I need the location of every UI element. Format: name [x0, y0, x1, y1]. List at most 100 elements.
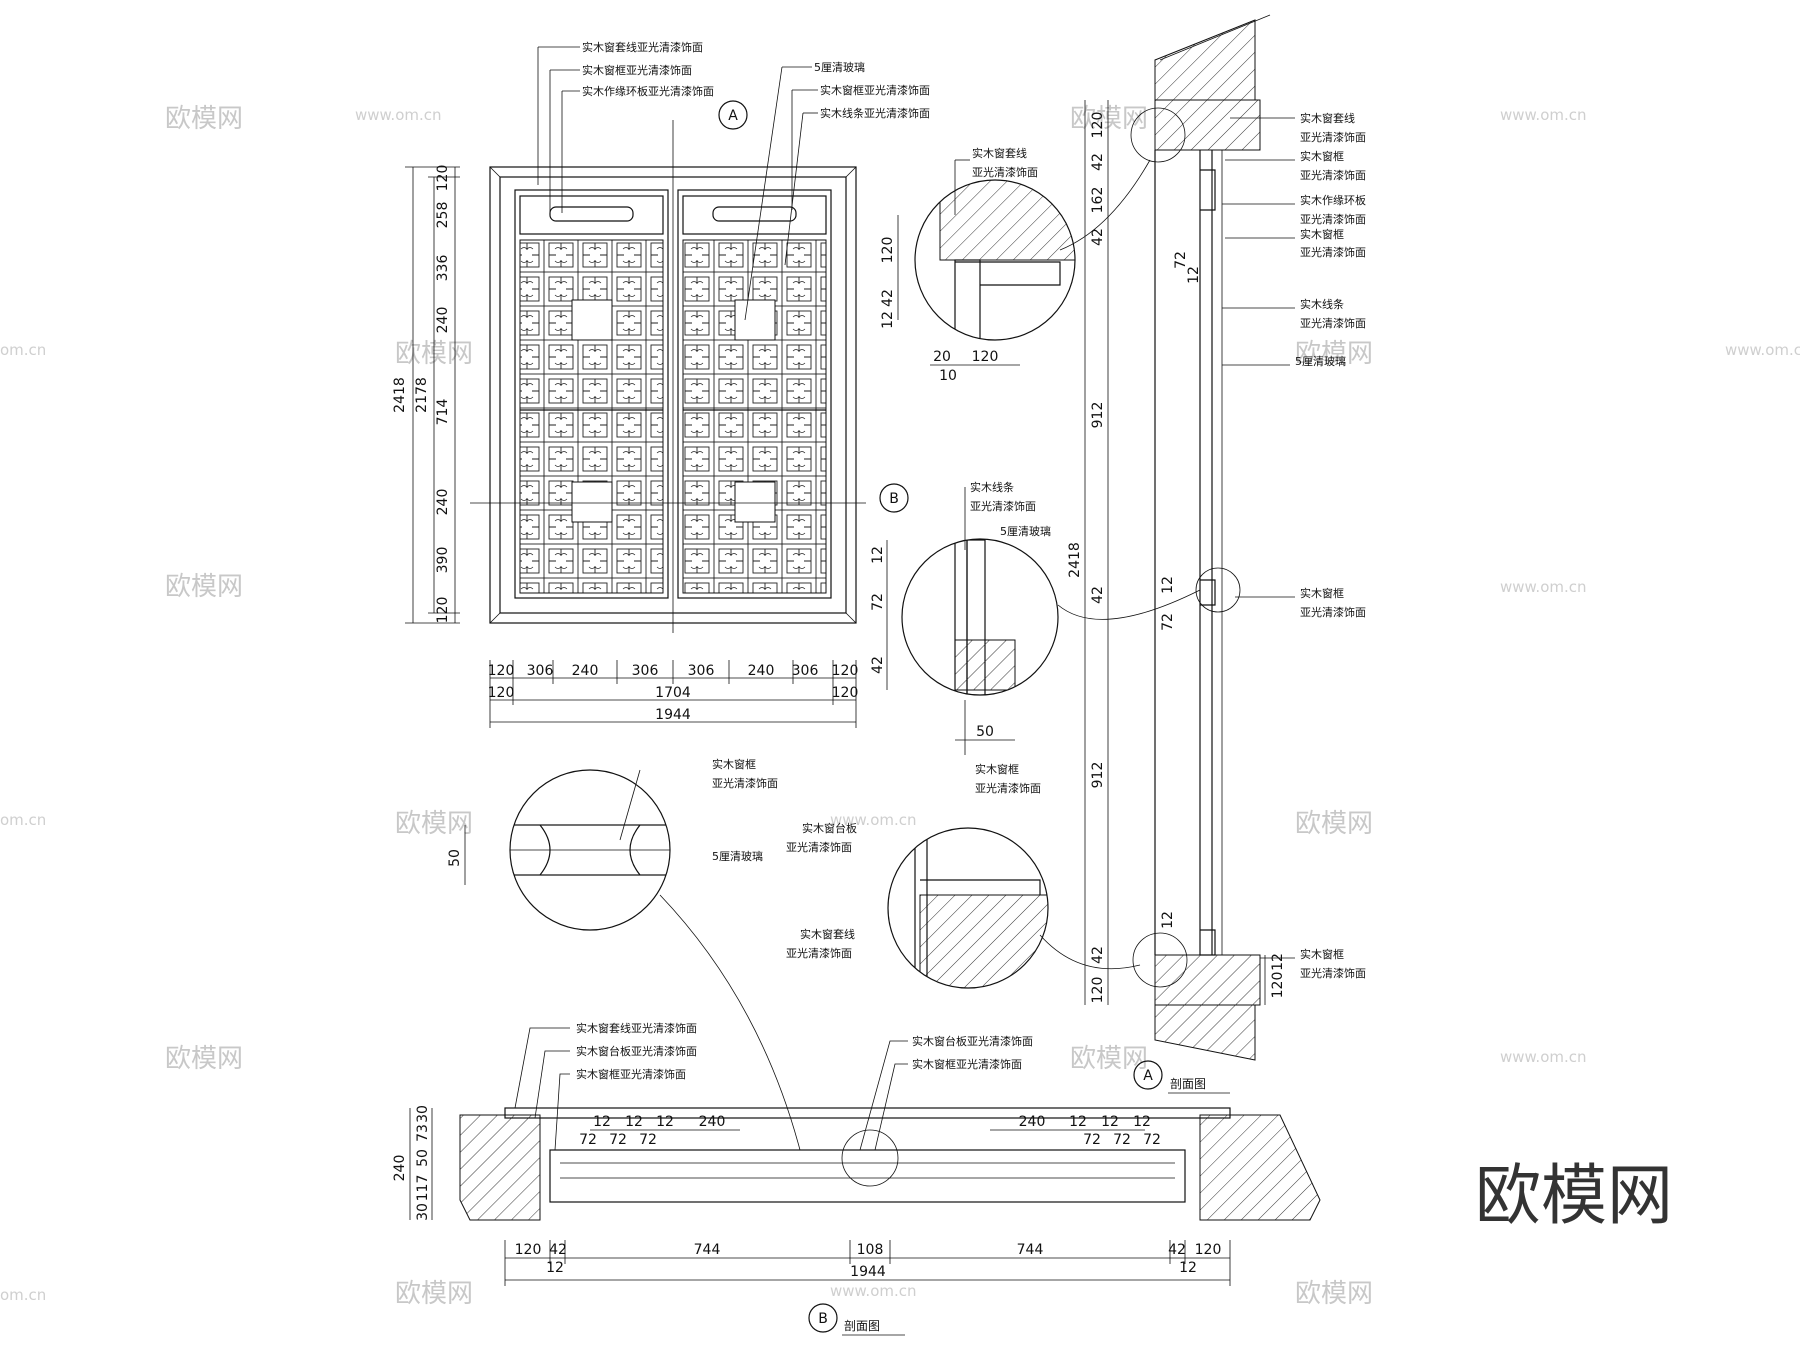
detail-label: 实木窗框 [712, 757, 756, 771]
dim-segment: 72 [579, 1132, 597, 1148]
marker-a-label: A [728, 108, 738, 124]
dim-segment: 50 [976, 724, 994, 740]
section-a-title: 剖面图 [1170, 1077, 1206, 1091]
section-b-marker-label: B [818, 1311, 828, 1327]
dim-segment: 12 [656, 1114, 674, 1130]
dim-segment: 12 [1186, 266, 1202, 284]
callout-label: 实木线条亚光清漆饰面 [820, 106, 930, 120]
section-label: 5厘清玻璃 [1295, 354, 1346, 368]
detail-label: 亚光清漆饰面 [786, 946, 852, 960]
detail-label: 亚光清漆饰面 [970, 499, 1036, 513]
watermark-brand: 欧模网 [1070, 104, 1148, 134]
dim-segment: 12 [546, 1260, 564, 1276]
detail-label: 5厘清玻璃 [712, 849, 763, 863]
dim-segment: 12 [1179, 1260, 1197, 1276]
dim-segment: 120 [515, 1242, 542, 1258]
dim-segment: 912 [1090, 762, 1106, 789]
section-marker-a [718, 100, 748, 130]
callouts-right: 5厘清玻璃 实木窗框亚光清漆饰面 实木线条亚光清漆饰面 [744, 60, 930, 321]
watermark-site: www.om.cn [830, 1282, 917, 1300]
dim-segment: 72 [1160, 613, 1176, 631]
dim-segment: 72 [639, 1132, 657, 1148]
callouts-left: 实木窗套线亚光清漆饰面 实木窗框亚光清漆饰面 实木作缘环板亚光清漆饰面 [537, 40, 714, 215]
watermark-brand: 欧模网 [1295, 1279, 1373, 1309]
section-label: 亚光清漆饰面 [1300, 212, 1366, 226]
dim-segment: 12 [880, 311, 896, 329]
section-label: 实木窗套线亚光清漆饰面 [576, 1021, 697, 1035]
watermark-site: www.om.cn [1725, 341, 1800, 359]
watermark-brand: 欧模网 [395, 809, 473, 839]
watermark-site: www.om.cn [1500, 1048, 1587, 1066]
dim-segment: 42 [880, 289, 896, 307]
detail-label: 实木窗台板 [802, 821, 857, 835]
section-b: 实木窗套线亚光清漆饰面 实木窗台板亚光清漆饰面 实木窗框亚光清漆饰面 实木窗台板… [392, 1021, 1321, 1336]
dim-segment: 30 [415, 1203, 431, 1221]
dim-segment: 120 [832, 685, 859, 701]
section-b-marker [808, 1303, 838, 1333]
dim-segment: 12 [1101, 1114, 1119, 1130]
brand-logo: 欧模网 [1475, 1157, 1673, 1234]
dim-total-width: 1944 [850, 1264, 886, 1280]
section-label: 实木窗框亚光清漆饰面 [912, 1057, 1022, 1071]
watermark-brand: 欧模网 [395, 1279, 473, 1309]
dim-segment: 120 [1270, 972, 1286, 999]
section-label: 亚光清漆饰面 [1300, 168, 1366, 182]
dim-segment: 50 [415, 1149, 431, 1167]
dim-segment: 42 [549, 1242, 567, 1258]
dim-segment: 42 [1090, 946, 1106, 964]
dim-segment: 12 [1270, 953, 1286, 971]
dim-segment: 42 [870, 656, 886, 674]
section-a-marker-label: A [1143, 1068, 1153, 1084]
section-label: 亚光清漆饰面 [1300, 245, 1366, 259]
dim-total-height: 2418 [1067, 542, 1083, 578]
dim-segment: 12 [625, 1114, 643, 1130]
callout-label: 实木窗套线亚光清漆饰面 [582, 40, 703, 54]
section-a-marker [1133, 1060, 1163, 1090]
dim-segment: 120 [1195, 1242, 1222, 1258]
section-label: 实木作缘环板 [1300, 193, 1366, 207]
callout-label: 实木作缘环板亚光清漆饰面 [582, 84, 714, 98]
dim-segment: 72 [870, 593, 886, 611]
dim-segment: 73 [415, 1124, 431, 1142]
section-label: 实木线条 [1300, 297, 1344, 311]
dim-segment: 240 [435, 307, 451, 334]
watermarks: 欧模网 www.om.cn 欧模网 www.om.cn om.cn 欧模网 欧模… [0, 104, 1800, 1309]
section-label: 实木窗框 [1300, 149, 1344, 163]
dim-segment: 120 [488, 663, 515, 679]
dim-segment: 306 [792, 663, 819, 679]
section-label: 实木窗框 [1300, 586, 1344, 600]
dim-segment: 120 [1090, 977, 1106, 1004]
dim-segment: 240 [699, 1114, 726, 1130]
dim-segment: 240 [435, 489, 451, 516]
dim-segment: 306 [688, 663, 715, 679]
watermark-cn: om.cn [0, 1286, 46, 1304]
section-label: 亚光清漆饰面 [1300, 966, 1366, 980]
dim-segment: 108 [857, 1242, 884, 1258]
section-marker-b [879, 483, 909, 513]
detail-label: 实木窗框 [975, 762, 1019, 776]
section-label: 亚光清漆饰面 [1300, 605, 1366, 619]
dim-segment: 120 [832, 663, 859, 679]
marker-b-label: B [889, 491, 899, 507]
detail-top: 实木窗套线 亚光清漆饰面 120 42 12 20 120 10 [880, 146, 1151, 384]
left-sash [514, 189, 669, 599]
watermark-brand: 欧模网 [1070, 1044, 1148, 1074]
dim-segment: 42 [1168, 1242, 1186, 1258]
callout-label: 实木窗框亚光清漆饰面 [820, 83, 930, 97]
dim-segment: 162 [1090, 187, 1106, 214]
section-a: 120 42 162 42 912 2418 42 912 42 120 72 … [1067, 14, 1366, 1094]
dim-segment: 12 [1160, 911, 1176, 929]
dim-segment: 72 [1113, 1132, 1131, 1148]
section-label: 实木窗台板亚光清漆饰面 [912, 1034, 1033, 1048]
dim-segment: 120 [488, 685, 515, 701]
detail-middle: 实木线条 亚光清漆饰面 5厘清玻璃 实木窗框 亚光清漆饰面 12 72 42 5… [870, 480, 1201, 795]
detail-label: 实木窗套线 [972, 146, 1027, 160]
dim-segment: 12 [870, 546, 886, 564]
dim-segment: 390 [435, 547, 451, 574]
dim-segment: 42 [1090, 153, 1106, 171]
dim-segment: 120 [880, 237, 896, 264]
dim-segment: 120 [435, 165, 451, 192]
section-label: 实木窗框 [1300, 227, 1344, 241]
dim-segment: 306 [632, 663, 659, 679]
